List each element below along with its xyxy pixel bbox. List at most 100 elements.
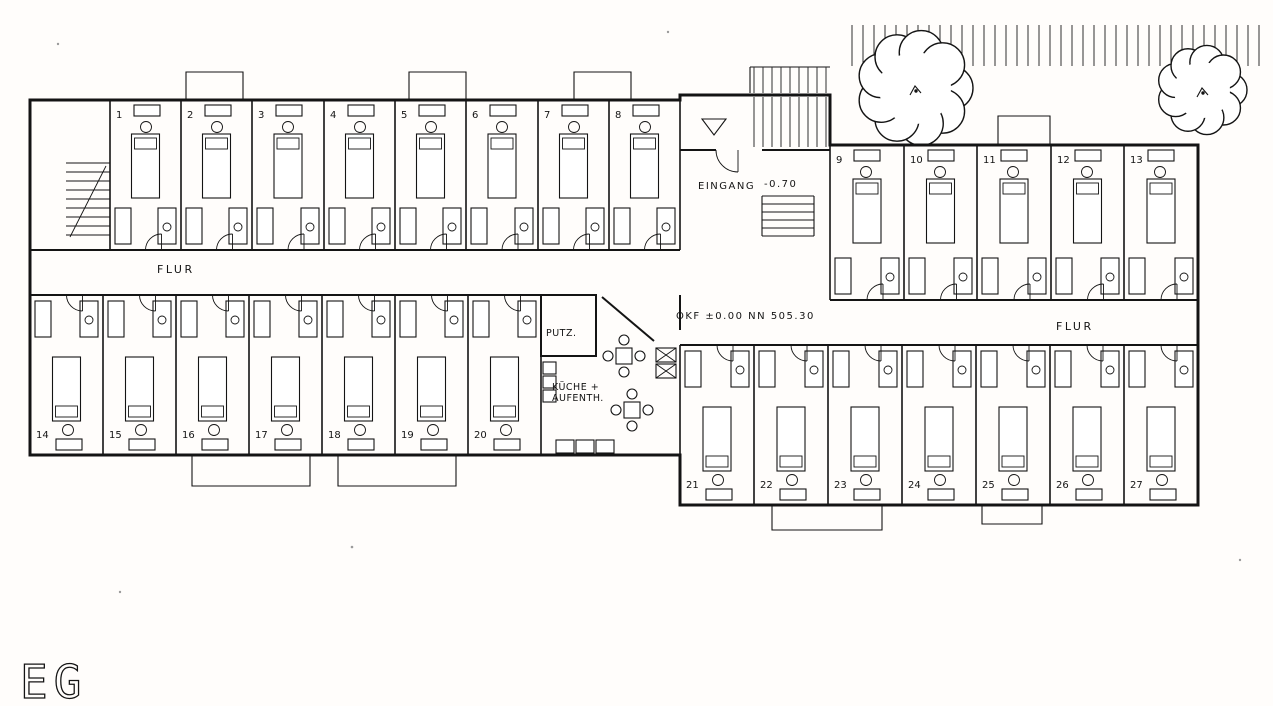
room-number: 17 xyxy=(255,430,268,441)
room-number: 2 xyxy=(187,110,193,121)
room-22: 22 xyxy=(758,344,824,501)
room-number: 24 xyxy=(908,480,921,491)
room-14: 14 xyxy=(34,294,99,451)
speck xyxy=(118,590,122,594)
label-entrance-level: -0.70 xyxy=(764,179,797,190)
room-1: 1 xyxy=(114,104,177,251)
terrace xyxy=(981,505,1043,525)
room-25: 25 xyxy=(980,344,1046,501)
room-number: 14 xyxy=(36,430,49,441)
shaft-x xyxy=(655,363,677,379)
room-19: 19 xyxy=(399,294,464,451)
room-13: 13 xyxy=(1128,149,1194,301)
room-10: 10 xyxy=(908,149,973,301)
room-number: 26 xyxy=(1056,480,1069,491)
shaft-x xyxy=(655,347,677,363)
speck xyxy=(56,42,60,46)
trees xyxy=(858,29,1248,147)
room-26: 26 xyxy=(1054,344,1120,501)
room-3: 3 xyxy=(256,104,320,251)
entrance-door-arc xyxy=(715,149,739,173)
room-number: 15 xyxy=(109,430,122,441)
room-24: 24 xyxy=(906,344,972,501)
room-11: 11 xyxy=(981,149,1047,301)
room-8: 8 xyxy=(613,104,676,251)
room-5: 5 xyxy=(399,104,462,251)
room-row: 21 22 23 24 25 26 27 xyxy=(679,344,1199,505)
entrance-triangle-icon xyxy=(700,118,728,136)
tree xyxy=(858,29,974,147)
room-17: 17 xyxy=(253,294,318,451)
room-number: 12 xyxy=(1057,155,1070,166)
shaft-boxes xyxy=(655,347,677,379)
kitchen-fixtures xyxy=(542,334,654,454)
room-number: 6 xyxy=(472,110,478,121)
label-flur-right: FLUR xyxy=(1056,320,1094,333)
room-number: 7 xyxy=(544,110,550,121)
room-15: 15 xyxy=(107,294,172,451)
terrace xyxy=(771,505,883,531)
room-9: 9 xyxy=(834,149,900,301)
porch xyxy=(337,455,457,487)
corridor-walls xyxy=(30,249,1198,346)
room-12: 12 xyxy=(1055,149,1120,301)
room-number: 25 xyxy=(982,480,995,491)
room-27: 27 xyxy=(1128,344,1194,501)
room-number: 23 xyxy=(834,480,847,491)
room-number: 18 xyxy=(328,430,341,441)
room-number: 4 xyxy=(330,110,336,121)
room-4: 4 xyxy=(328,104,391,251)
room-number: 11 xyxy=(983,155,996,166)
putz-room xyxy=(540,294,597,357)
tree xyxy=(1157,44,1248,136)
room-18: 18 xyxy=(326,294,391,451)
room-number: 10 xyxy=(910,155,923,166)
room-number: 1 xyxy=(116,110,122,121)
label-flur-left: FLUR xyxy=(157,263,195,276)
porch-frame xyxy=(997,115,1051,145)
room-number: 20 xyxy=(474,430,487,441)
room-20: 20 xyxy=(472,294,537,451)
room-6: 6 xyxy=(470,104,534,251)
shaft-box xyxy=(655,363,677,379)
room-21: 21 xyxy=(684,344,750,501)
entrance-steps-hatch xyxy=(749,66,830,147)
speck xyxy=(1238,558,1242,562)
room-number: 8 xyxy=(615,110,621,121)
room-number: 13 xyxy=(1130,155,1143,166)
room-number: 22 xyxy=(760,480,773,491)
room-23: 23 xyxy=(832,344,898,501)
floor-label: EG xyxy=(20,655,87,706)
room-row: 1 2 3 4 5 6 7 8 xyxy=(109,100,681,251)
porch-frame xyxy=(573,71,632,100)
porch-frame xyxy=(408,71,467,100)
porch-frame xyxy=(185,71,244,100)
stairwell-left xyxy=(66,162,110,238)
room-number: 16 xyxy=(182,430,195,441)
kitchen-diagonal-wall xyxy=(601,296,655,342)
room-16: 16 xyxy=(180,294,245,451)
room-7: 7 xyxy=(542,104,605,251)
room-number: 5 xyxy=(401,110,407,121)
label-kueche-1: KÜCHE + xyxy=(552,382,599,393)
speck xyxy=(666,30,670,34)
label-kueche-2: AUFENTH. xyxy=(552,393,604,404)
shaft-box xyxy=(655,347,677,363)
porches xyxy=(185,71,1051,531)
room-number: 19 xyxy=(401,430,414,441)
entrance-area xyxy=(680,118,830,173)
room-number: 27 xyxy=(1130,480,1143,491)
label-putz: PUTZ. xyxy=(546,328,577,339)
room-row: 14 15 16 17 18 19 20 xyxy=(29,294,542,455)
room-number: 3 xyxy=(258,110,264,121)
entrance-stairs xyxy=(761,195,815,237)
room-number: 9 xyxy=(836,155,842,166)
room-2: 2 xyxy=(185,104,248,251)
speck xyxy=(350,545,354,549)
scan-artifacts xyxy=(56,30,1242,594)
porch xyxy=(191,455,311,487)
room-number: 21 xyxy=(686,480,699,491)
label-datum: OKF ±0.00 NN 505.30 xyxy=(676,311,815,322)
